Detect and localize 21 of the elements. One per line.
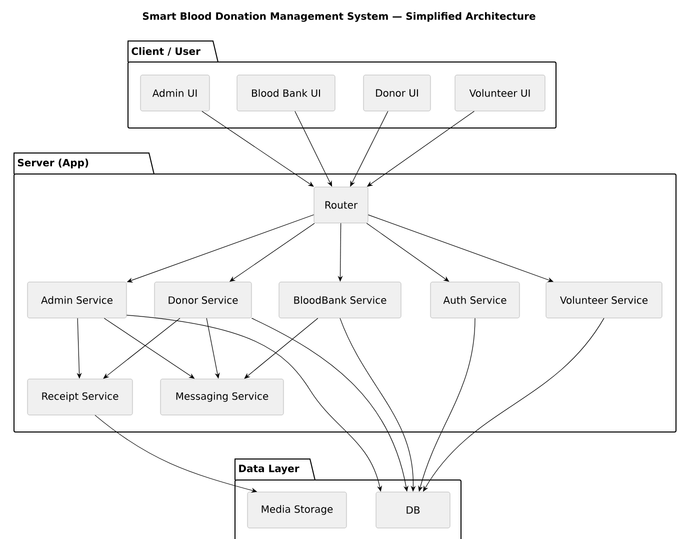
arrow xyxy=(103,318,180,379)
component-box: Receipt Service xyxy=(27,378,133,416)
component-box: Volunteer UI xyxy=(454,74,546,112)
arrow xyxy=(366,222,450,282)
component-box: BloodBank Service xyxy=(278,282,402,318)
component-box: Blood Bank UI xyxy=(236,74,336,112)
component-box: DB xyxy=(376,492,450,528)
component-box: Volunteer Service xyxy=(546,282,662,318)
node-label: Server (App) xyxy=(18,158,88,168)
component-box: Admin UI xyxy=(140,74,210,112)
node-label: Client / User xyxy=(132,47,200,56)
node-label: Data Layer xyxy=(239,464,300,474)
component-box: Donor UI xyxy=(363,74,431,112)
component-box: Media Storage xyxy=(247,492,347,528)
arrow xyxy=(244,318,318,379)
component-box: Admin Service xyxy=(27,282,127,318)
component-box: Donor Service xyxy=(154,282,252,318)
title: Smart Blood Donation Management System — Simplified Architecture xyxy=(142,12,536,22)
component-box: Auth Service xyxy=(430,282,520,318)
component-box: Router xyxy=(314,186,368,224)
component-box: Messaging Service xyxy=(160,378,284,416)
